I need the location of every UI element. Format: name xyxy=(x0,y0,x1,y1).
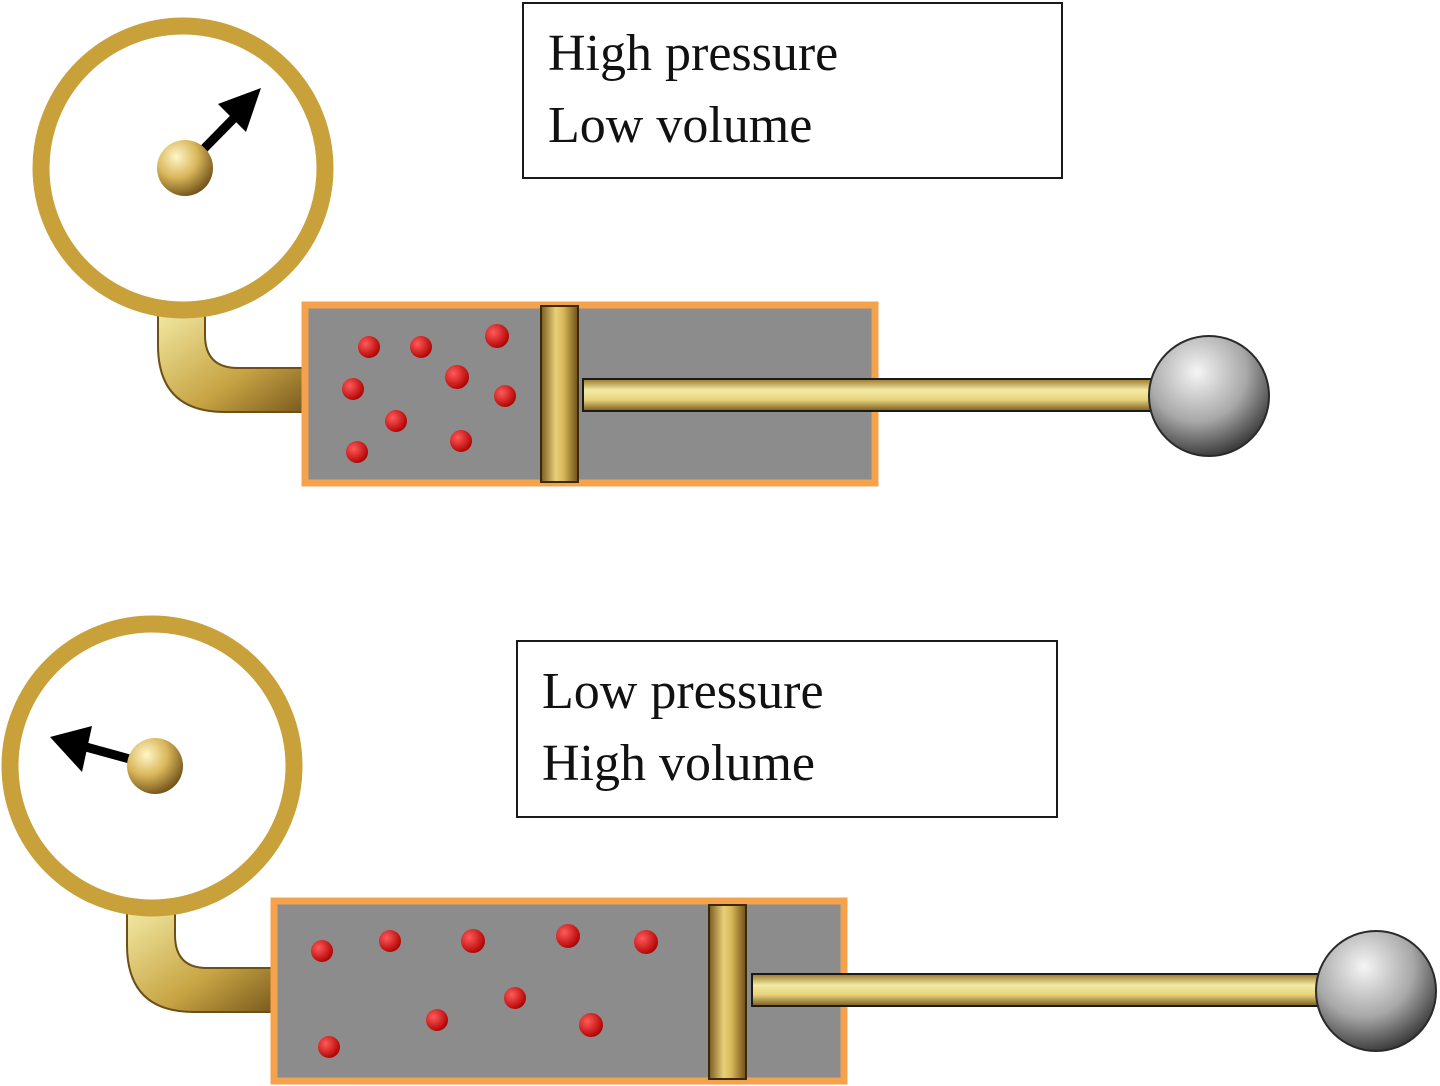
gas-particle-icon xyxy=(579,1013,603,1037)
gauge-pipe xyxy=(126,907,275,1013)
gas-particle-icon xyxy=(461,929,485,953)
gas-particle-icon xyxy=(379,930,401,952)
gas-particle-icon xyxy=(318,1036,340,1058)
gas-particle-icon xyxy=(385,410,407,432)
gas-particles xyxy=(342,324,516,463)
gauge-pipe xyxy=(157,307,306,413)
handle-knob-icon xyxy=(1315,930,1437,1052)
gas-particle-icon xyxy=(445,365,469,389)
gas-particle-icon xyxy=(494,385,516,407)
gas-particle-icon xyxy=(358,336,380,358)
gas-particle-icon xyxy=(342,378,364,400)
volume-label: High volume xyxy=(542,735,815,792)
piston-rod xyxy=(751,973,1323,1007)
pressure-label: High pressure xyxy=(548,25,839,82)
top-apparatus xyxy=(32,17,1270,487)
bottom-apparatus xyxy=(1,615,1437,1085)
gas-particle-icon xyxy=(485,324,509,348)
state-label-top: High pressure Low volume xyxy=(522,2,1063,179)
gas-particle-icon xyxy=(556,924,580,948)
gas-particle-icon xyxy=(311,940,333,962)
gas-particle-icon xyxy=(634,930,658,954)
gas-particles xyxy=(311,924,658,1058)
gas-particle-icon xyxy=(346,441,368,463)
pressure-gauge-icon xyxy=(32,17,334,319)
pressure-label: Low pressure xyxy=(542,663,824,720)
handle-knob-icon xyxy=(1148,335,1270,457)
gas-particle-icon xyxy=(410,336,432,358)
gas-particle-icon xyxy=(504,987,526,1009)
gauge-hub xyxy=(127,738,183,794)
volume-label: Low volume xyxy=(548,97,813,154)
state-label-bottom: Low pressure High volume xyxy=(516,640,1058,818)
piston-icon xyxy=(708,904,747,1080)
gas-particle-icon xyxy=(450,430,472,452)
piston-rod xyxy=(582,378,1156,412)
piston-icon xyxy=(540,305,579,483)
pressure-gauge-icon xyxy=(1,615,303,917)
gauge-hub xyxy=(157,140,213,196)
gas-particle-icon xyxy=(426,1009,448,1031)
